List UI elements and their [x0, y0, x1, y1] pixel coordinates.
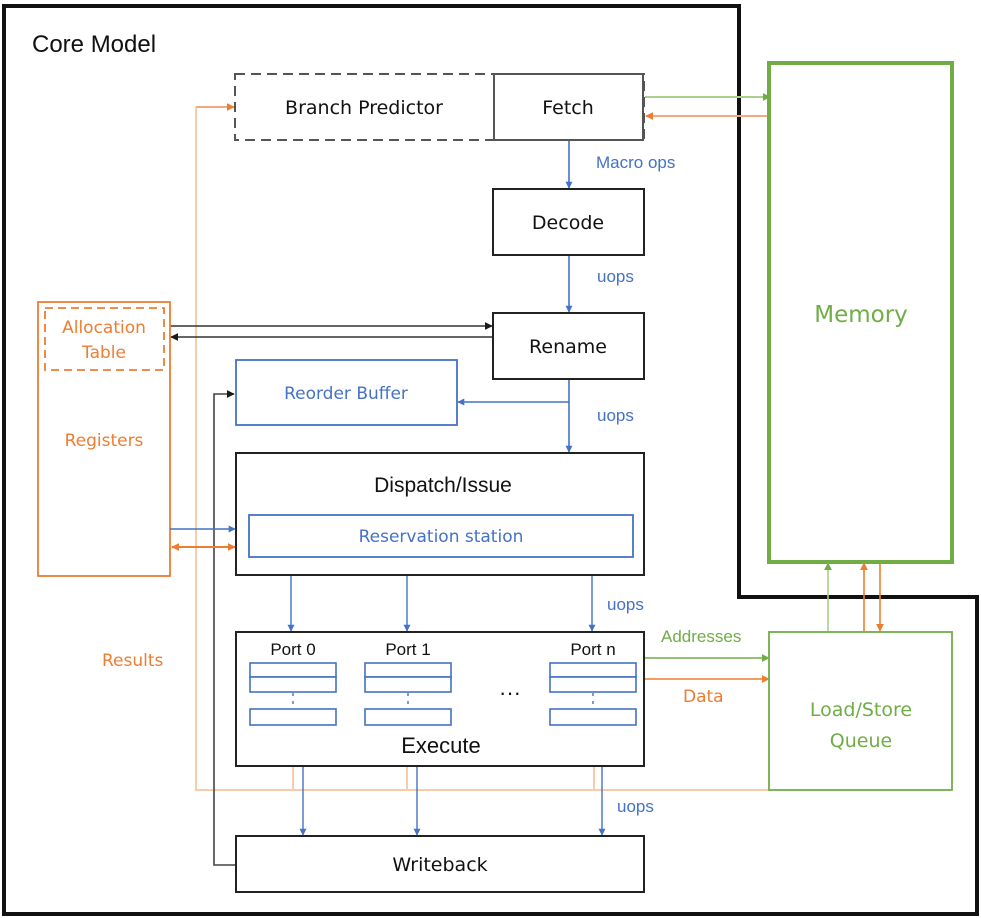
results-label: Results	[102, 651, 164, 671]
load-store-queue-label-line2: Queue	[830, 730, 892, 752]
port-queue-entry	[549, 708, 637, 726]
load-store-queue-block[interactable]	[768, 631, 953, 791]
core-model-boundary	[2, 4, 979, 916]
rename-block[interactable]	[492, 312, 645, 380]
data-label: Data	[683, 687, 724, 707]
branch-predictor-label: Branch Predictor	[285, 97, 443, 119]
fetch-label: Fetch	[542, 97, 594, 119]
port-label: Port 1	[385, 640, 430, 659]
port-queue-entry	[249, 708, 337, 726]
reservation-station-label: Reservation station	[359, 527, 524, 547]
execution-port[interactable]: Port 1	[364, 640, 452, 726]
results-bus	[195, 107, 769, 791]
uops-decode-label: uops	[597, 267, 634, 286]
allocation-table-label-line2: Table	[81, 343, 126, 363]
writeback-label: Writeback	[392, 854, 487, 876]
port-queue-entry	[249, 676, 337, 693]
execute-label: Execute	[401, 733, 481, 758]
port-queue-entry	[549, 662, 637, 678]
decode-label: Decode	[532, 212, 604, 234]
writeback-to-rob-arrow	[213, 390, 236, 866]
ports-ellipsis: ···	[499, 680, 521, 705]
memory-block[interactable]	[767, 61, 954, 564]
port-queue-entry	[549, 676, 637, 693]
allocation-table-block[interactable]	[44, 307, 165, 371]
allocation-table-label-line1: Allocation	[62, 318, 146, 338]
rename-label: Rename	[529, 336, 607, 358]
reorder-buffer-label: Reorder Buffer	[284, 384, 408, 404]
port-queue-entry	[364, 708, 452, 726]
reservation-station-block[interactable]	[248, 514, 634, 558]
registers-label: Registers	[65, 431, 144, 451]
memory-label: Memory	[814, 302, 908, 328]
execution-ports: Port 0 Port 1 Port n	[249, 640, 637, 726]
uops-dispatch-label: uops	[607, 595, 644, 614]
port-queue-entry	[249, 662, 337, 678]
load-store-queue-label-line1: Load/Store	[810, 699, 912, 721]
port-label: Port 0	[270, 640, 315, 659]
uops-execute-label: uops	[617, 797, 654, 816]
execution-port[interactable]: Port n	[549, 640, 637, 726]
uops-rename-label: uops	[597, 406, 634, 425]
port-queue-entry	[364, 676, 452, 693]
macro-ops-label: Macro ops	[596, 153, 675, 172]
fetch-block[interactable]	[493, 73, 644, 141]
port-queue-entry	[364, 662, 452, 678]
execution-port[interactable]: Port 0	[249, 640, 337, 726]
core-model-title: Core Model	[32, 31, 156, 58]
reorder-buffer-block[interactable]	[235, 359, 458, 426]
writeback-block[interactable]	[235, 835, 645, 893]
decode-block[interactable]	[492, 188, 645, 256]
dispatch-issue-label: Dispatch/Issue	[374, 474, 512, 497]
port-label: Port n	[570, 640, 615, 659]
execute-block[interactable]	[235, 631, 645, 767]
addresses-label: Addresses	[661, 627, 741, 646]
